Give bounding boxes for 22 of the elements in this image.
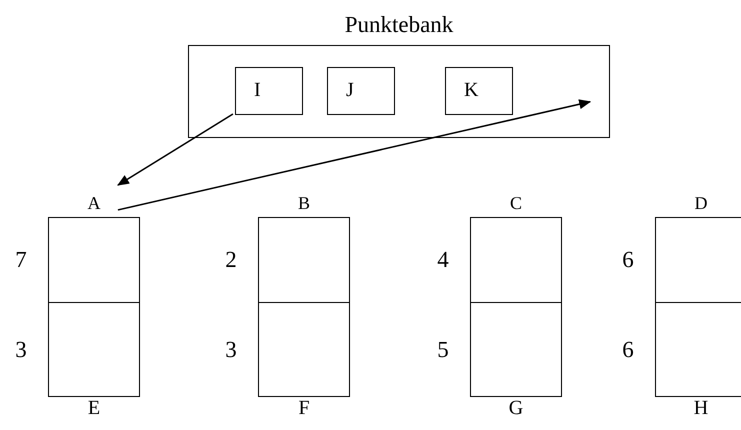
side-number: 7	[14, 247, 28, 273]
letter-box: I	[235, 67, 303, 115]
column-label: C	[508, 192, 523, 214]
column-label: B	[296, 192, 311, 214]
side-number: 5	[436, 336, 450, 362]
column-label: H	[692, 396, 710, 420]
letter-box: K	[445, 67, 513, 115]
column-label: D	[694, 192, 708, 214]
arrow	[117, 113, 234, 186]
column-label: F	[297, 396, 311, 420]
column-label: A	[86, 192, 102, 214]
side-number: 4	[436, 247, 450, 273]
letter-box: J	[327, 67, 395, 115]
side-number: 3	[14, 336, 28, 362]
side-number: 2	[224, 247, 238, 273]
container-heading: Punktebank	[344, 12, 454, 38]
side-number: 6	[621, 247, 635, 273]
side-number: 6	[621, 336, 635, 362]
column-label: E	[86, 396, 102, 420]
side-number: 3	[224, 336, 238, 362]
column-label: G	[508, 396, 524, 420]
arrow	[118, 99, 592, 211]
